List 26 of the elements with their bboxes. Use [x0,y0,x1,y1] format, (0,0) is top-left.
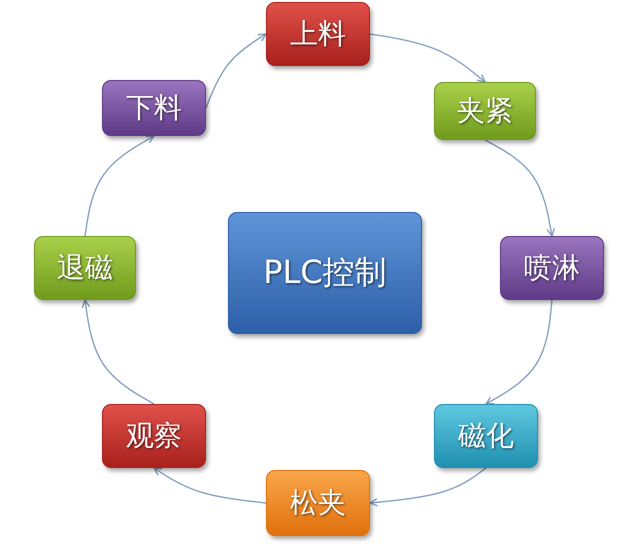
step-label: PLC控制 [263,252,387,293]
arrow [82,299,154,405]
process-box [102,404,206,468]
arrow [84,135,155,236]
arrow [485,300,553,405]
step-label: 退磁 [57,250,113,286]
step-label: 上料 [290,16,346,52]
step-label: 喷淋 [524,250,580,286]
arrow [484,139,555,237]
step-label: 夹紧 [457,93,513,129]
step-label: 下料 [126,90,182,126]
process-box [434,82,536,140]
process-box [266,2,370,66]
step-label: 松夹 [290,485,346,521]
process-box [266,470,370,536]
controller-box [228,212,422,334]
process-box [102,80,206,136]
arrow [369,467,486,507]
process-box [434,404,538,468]
process-box [34,236,136,300]
arrow [370,33,486,83]
process-box [500,236,604,300]
arrow [205,33,267,108]
step-label: 观察 [126,418,182,454]
arrow [153,467,266,504]
step-label: 磁化 [458,418,514,454]
